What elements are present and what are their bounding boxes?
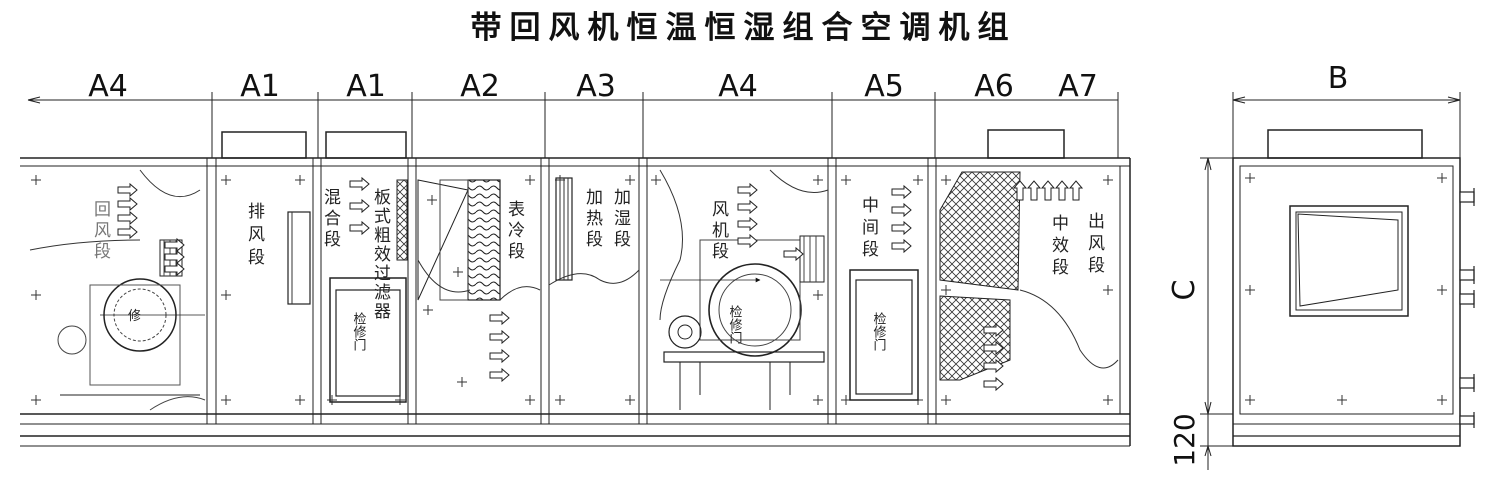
side-view-casing	[1232, 157, 1461, 447]
dim-label-a4-left: A4	[88, 69, 128, 104]
fan-arrows-icon	[737, 183, 758, 248]
diagram-title: 带回风机恒温恒湿组合空调机组	[470, 10, 1017, 46]
side-view-outlet-damper	[1267, 129, 1423, 159]
outlet-up-arrows-icon	[1013, 180, 1083, 201]
medium-filter-label: 中效段	[1048, 214, 1069, 280]
medium-filter-media-bottom	[939, 295, 1011, 381]
return-fan-label: 回风段	[90, 200, 111, 263]
humidifying-section-label: 加湿段	[610, 188, 631, 251]
dim-label-a1-first: A1	[240, 69, 280, 104]
fan-door-label: 检修门	[727, 305, 743, 344]
intermediate-arrows-icon	[891, 185, 912, 253]
cooling-coil	[467, 179, 501, 301]
cooling-section	[417, 179, 541, 388]
heating-section	[548, 177, 640, 286]
cooling-section-label: 表冷段	[504, 200, 525, 263]
medium-filter-media-top	[939, 171, 1021, 291]
outlet-section-label: 出风段	[1084, 212, 1105, 278]
plate-filter-label: 板式粗效过滤器	[370, 188, 391, 321]
return-fan-side-arrows-icon	[164, 238, 185, 276]
side-view	[1200, 92, 1475, 470]
return-fan-arrows-icon	[117, 183, 138, 239]
mixing-section-label: 混合段	[320, 188, 341, 251]
section-dividers	[206, 158, 937, 424]
dim-label-a5: A5	[864, 69, 904, 104]
dim-label-a1-second: A1	[346, 69, 386, 104]
side-view-fan-outlet	[1289, 205, 1409, 317]
intermediate-section-label: 中间段	[858, 196, 879, 262]
dim-label-base-120: 120	[1168, 413, 1201, 466]
dim-label-a2: A2	[460, 69, 500, 104]
dim-label-c: C	[1167, 280, 1202, 301]
return-fan-motor-icon	[57, 325, 87, 355]
top-dimension-line	[27, 92, 1119, 158]
dim-label-a3: A3	[576, 69, 616, 104]
mixing-arrows-icon	[349, 177, 370, 235]
supply-fan-motor-icon	[668, 315, 702, 349]
heating-section-label: 加热段	[582, 188, 603, 251]
supply-fan-wheel-icon	[708, 263, 802, 357]
unit-body	[20, 157, 1131, 447]
dim-label-a6: A6	[974, 69, 1014, 104]
outlet-damper-outline	[987, 129, 1065, 159]
return-fan-door-label: 修	[128, 309, 141, 324]
dim-label-b: B	[1328, 61, 1349, 96]
intermediate-access-door	[849, 269, 919, 401]
mixing-door-label: 检修门	[351, 312, 367, 351]
mixing-access-door	[329, 277, 407, 403]
exhaust-section	[287, 211, 311, 305]
exhaust-damper-outline	[221, 131, 307, 159]
plate-filter-media	[396, 179, 408, 261]
medium-filter-section	[939, 171, 1119, 381]
intermediate-door-label: 检修门	[871, 312, 887, 351]
side-view-pipe-stubs	[1459, 188, 1475, 428]
fresh-air-damper-outline	[325, 131, 407, 159]
dim-label-a4-right: A4	[718, 69, 758, 104]
cooling-arrows-icon	[489, 311, 510, 382]
dim-label-a7: A7	[1058, 69, 1098, 104]
exhaust-section-label: 排风段	[244, 202, 265, 271]
fan-section-label: 风机段	[708, 200, 729, 263]
